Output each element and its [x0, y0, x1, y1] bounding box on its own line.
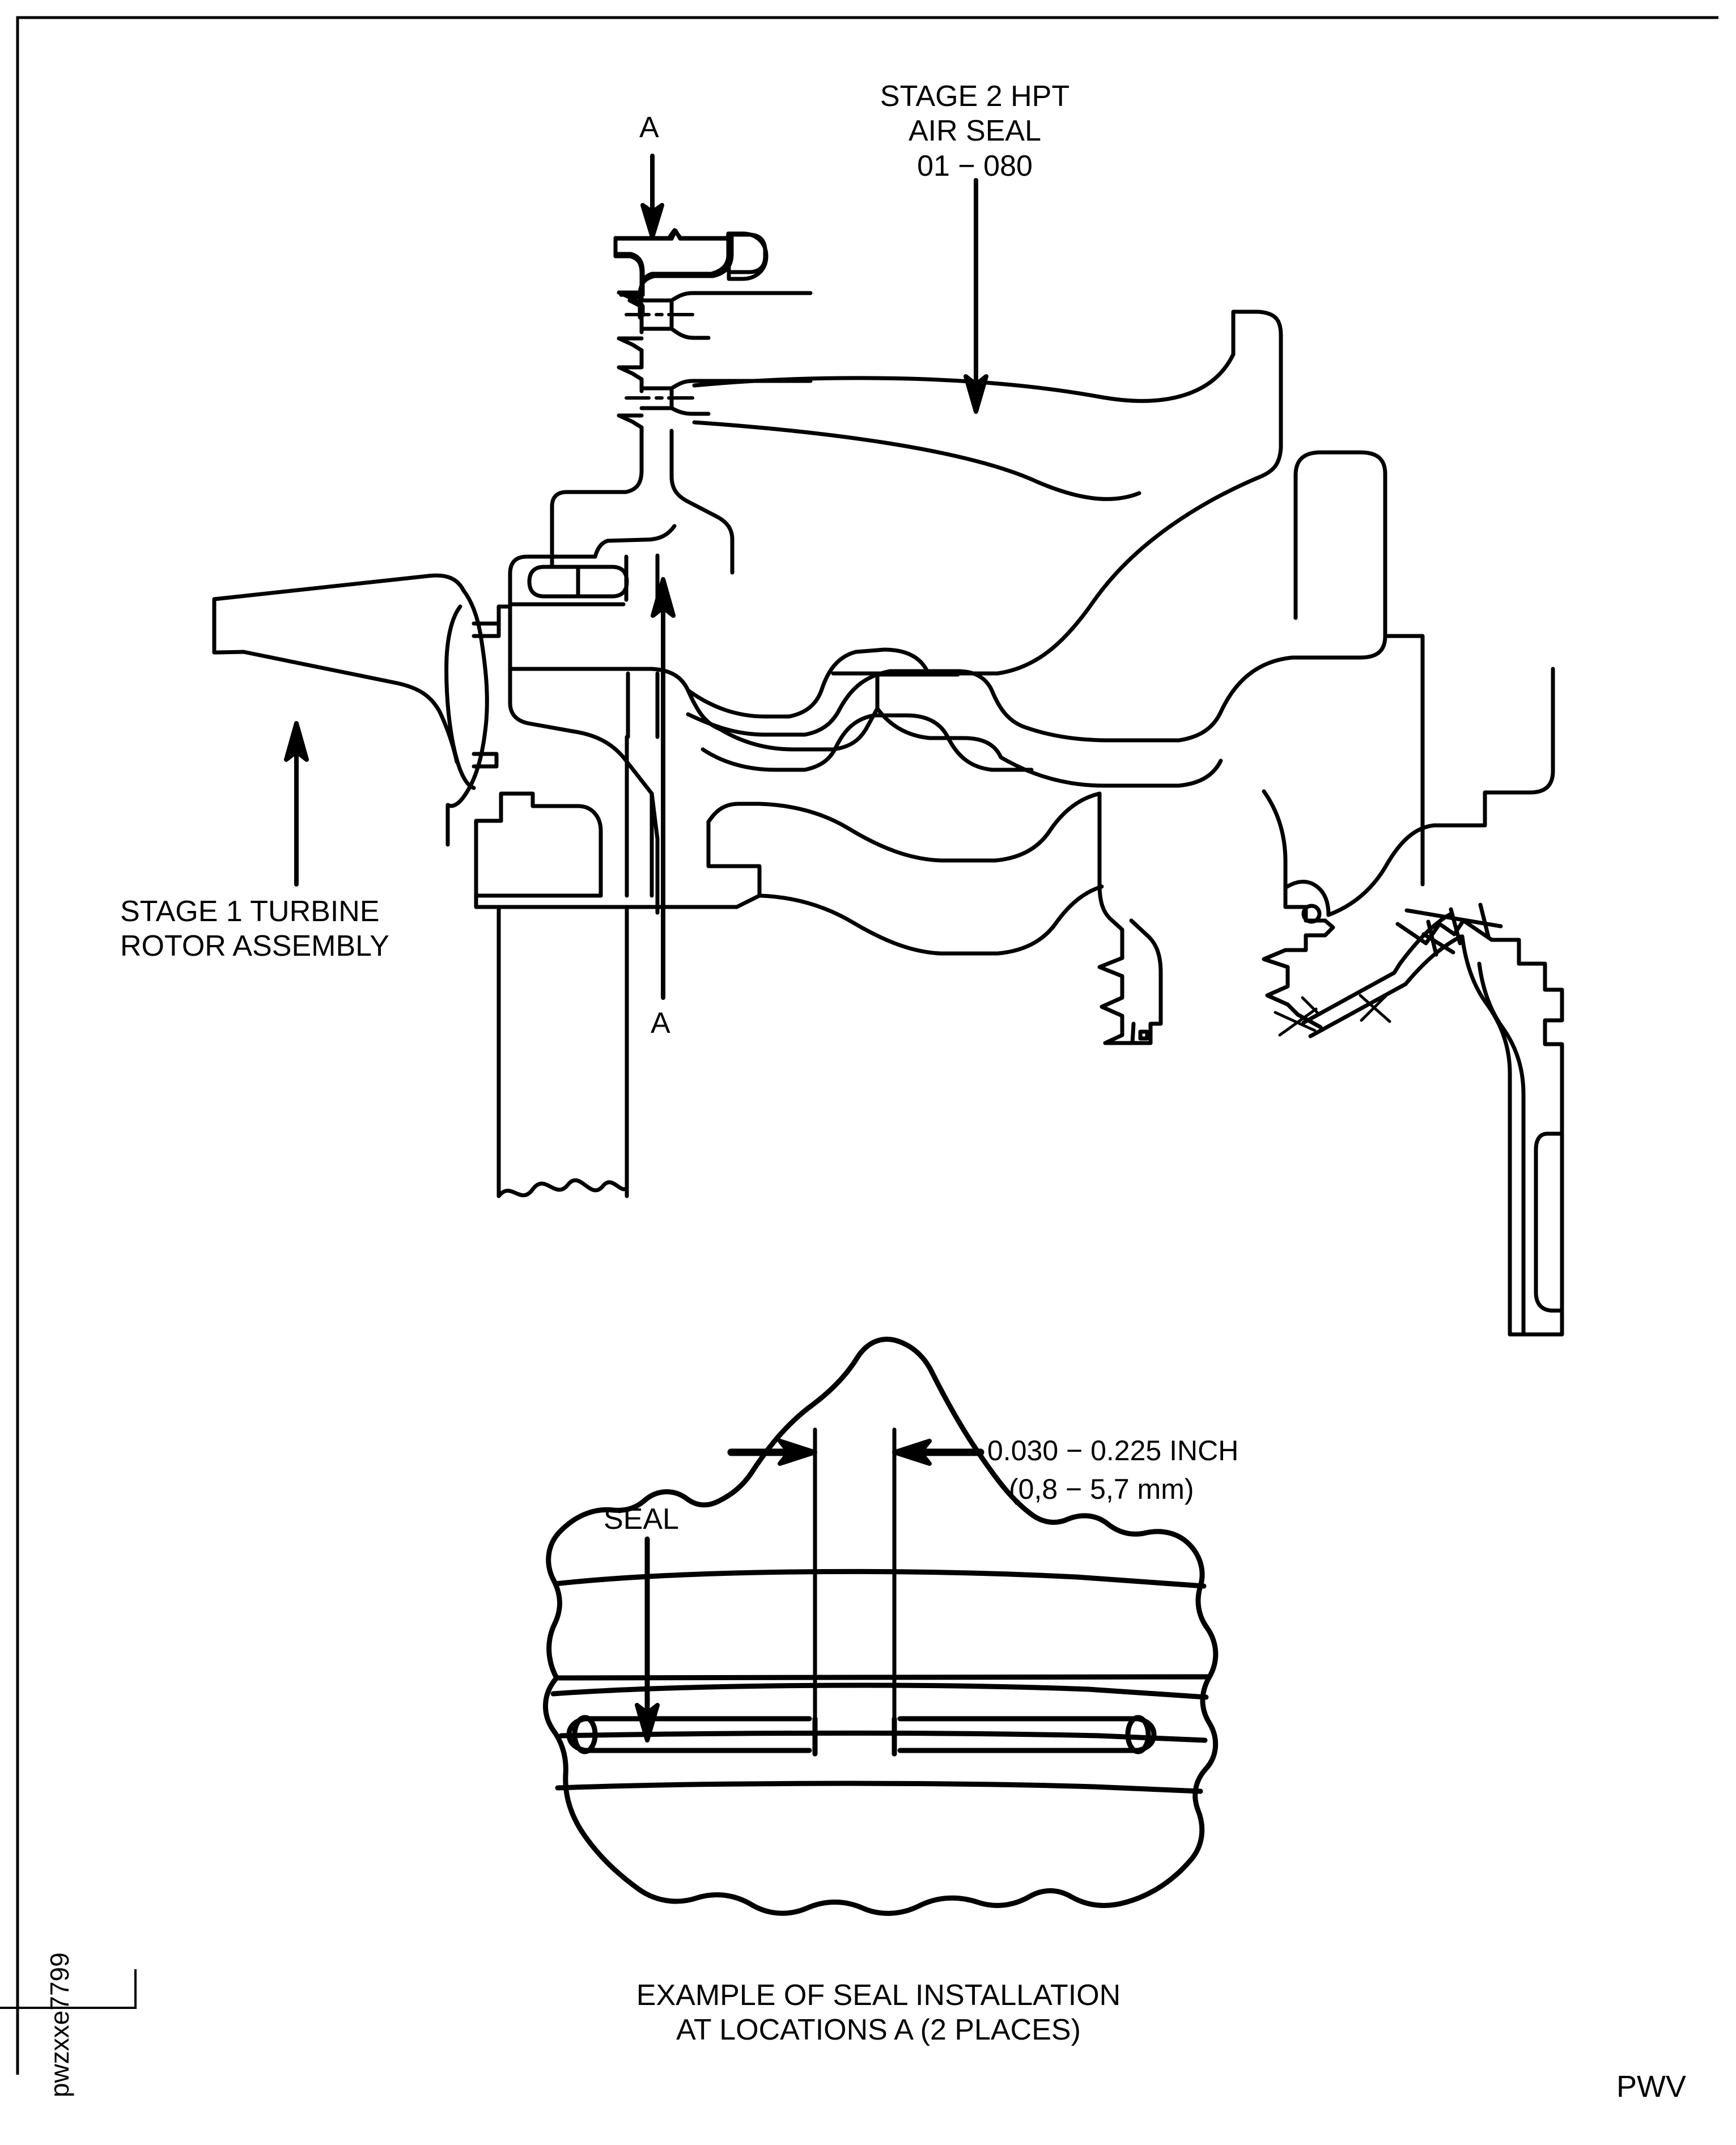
seal-label: SEAL: [604, 1503, 679, 1536]
detail-parting-lines: [550, 1569, 1209, 1794]
rotor-web: [508, 667, 722, 841]
mid-cavity-profile: [686, 647, 1034, 772]
seal-leader-arrow: [635, 1536, 660, 1743]
stage1-rotor-disk: [508, 524, 677, 671]
vendor-mark: PWV: [1616, 2070, 1687, 2104]
drawing-code-vertical: pwzxxe7799: [45, 1952, 74, 2097]
air-seal-flange-lower: [550, 429, 735, 575]
tie-rod-assembly: [1274, 667, 1555, 1038]
lower-rotor-arm: [757, 791, 1104, 956]
outer-shroud-case: [999, 450, 1425, 887]
air-seal-title: STAGE 2 HPT AIR SEAL 01 − 080: [880, 80, 1070, 183]
code-bracket: [0, 1969, 137, 2009]
seal-gap-slot: [812, 1716, 897, 1757]
page-border: [16, 16, 1718, 2075]
seal-detail-view: [543, 1337, 1219, 1916]
dimension-extension-lines: [813, 1427, 897, 1756]
section-arrow-bottom: [651, 577, 676, 1000]
vane-support-arms: [1097, 789, 1335, 1045]
blade-root-attachment: [438, 588, 512, 847]
air-seal-web-upper: [613, 228, 813, 473]
rotor-leader-arrow: [284, 721, 309, 887]
section-arrow-top: [640, 154, 664, 239]
stage1-rotor-label: STAGE 1 TURBINE ROTOR ASSEMBLY: [120, 895, 389, 963]
lower-right-shell: [1460, 934, 1564, 1337]
dimension-metric-label: (0,8 − 5,7 mm): [1009, 1473, 1194, 1505]
dimension-imperial-label: 0.030 − 0.225 INCH: [987, 1435, 1239, 1466]
dimension-arrow-right: [892, 1439, 984, 1466]
section-marker-a-top: A: [639, 111, 659, 144]
rotor-shaft: [474, 735, 762, 1198]
stage2-disk-shelf: [686, 669, 1026, 760]
stage1-turbine-blade: [212, 573, 466, 714]
detail-break-outline: [543, 1337, 1219, 1916]
air-seal-leader-arrow: [963, 178, 988, 414]
detail-view-caption: EXAMPLE OF SEAL INSTALLATION AT LOCATION…: [636, 1979, 1121, 2047]
seal-groove-and-ring: [566, 1715, 1157, 1754]
air-seal-aft-cone: [692, 310, 1283, 676]
main-cross-section: [212, 154, 1564, 1337]
section-marker-a-bottom: A: [651, 1007, 670, 1040]
